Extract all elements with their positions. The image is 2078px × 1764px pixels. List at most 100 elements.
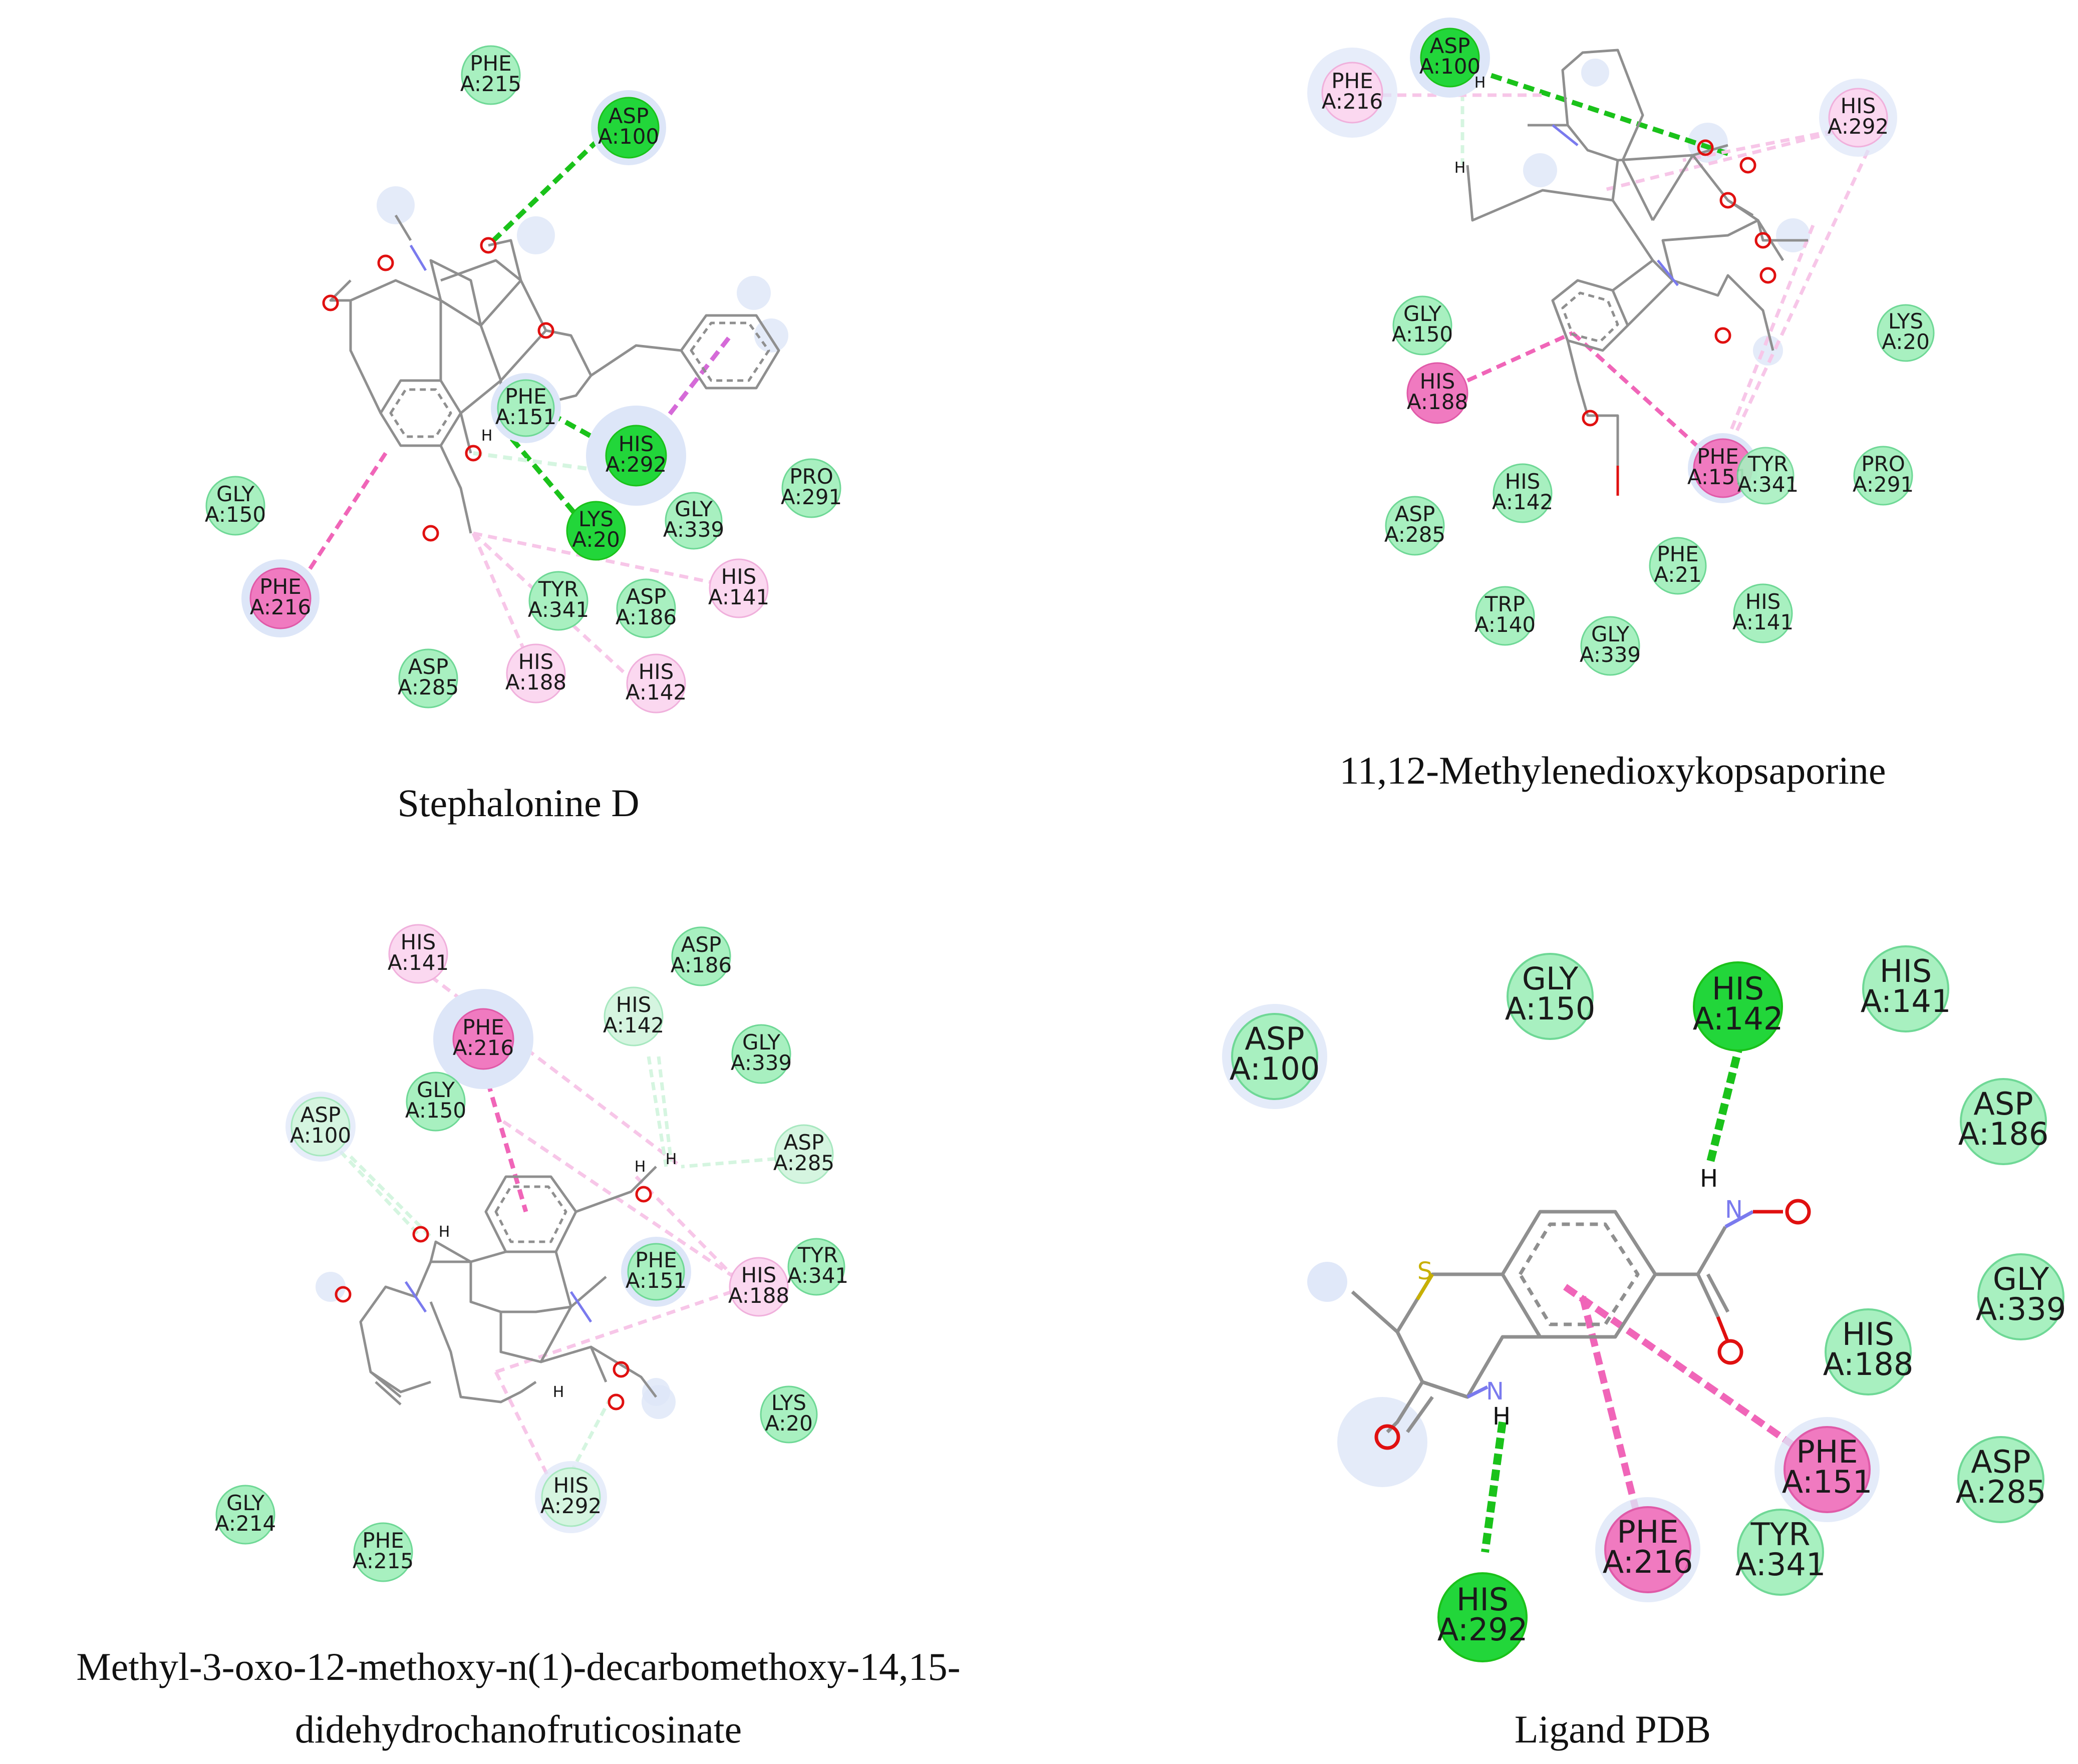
residue-name: HIS [1841,94,1876,118]
residue-position: A:142 [1693,1000,1784,1037]
residue-position: A:100 [598,124,659,149]
residue-position: A:341 [1737,472,1799,497]
residue-name: PRO [789,464,833,489]
panel-caption: Ligand PDB [1515,1707,1711,1751]
residue-name: ASP [1971,1444,2030,1480]
nitrogen-atom-icon: N [1725,1196,1743,1224]
residue-name: TYR [538,577,579,601]
residue-name: GLY [1403,301,1441,326]
residue-name: PHE [505,384,546,409]
residue-name: PHE [1796,1434,1858,1470]
residue-position: A:188 [728,1283,789,1308]
residue-position: A:20 [1882,329,1930,354]
residue-name: PHE [259,574,301,599]
residue-position: A:341 [1735,1546,1826,1583]
residue-position: A:150 [1392,322,1453,346]
residue-position: A:285 [1384,522,1445,547]
residue-name: LYS [1888,309,1923,333]
residue-position: A:341 [528,597,589,622]
residue-position: A:141 [708,585,769,609]
residue-name: TYR [1747,452,1789,476]
residue-name: ASP [681,932,722,957]
residue-position: A:291 [1853,472,1914,497]
residue-position: A:142 [626,680,687,704]
atom-label-h: H [1474,74,1486,92]
residue-name: TRP [1485,592,1525,616]
residue-position: A:142 [603,1013,664,1037]
residue-name: ASP [1395,502,1435,526]
panel-caption: 11,12-Methylenedioxykopsaporine [1339,749,1886,792]
atom-label-h: H [1493,1402,1511,1431]
residue-name: GLY [226,1491,264,1515]
residue-name: HIS [619,432,654,456]
residue-name: ASP [301,1103,341,1127]
residue-position: A:215 [460,72,521,96]
residue-position: A:186 [671,953,732,977]
residue-name: HIS [616,992,652,1017]
nitrogen-atom-icon: N [1486,1377,1504,1405]
residue-position: A:292 [1828,114,1889,139]
residue-name: ASP [408,654,449,679]
residue-name: GLY [675,497,713,521]
residue-name: PRO [1861,452,1905,476]
residue-position: A:216 [250,595,311,619]
residue-position: A:339 [1580,642,1641,667]
residue-position: A:141 [388,950,449,975]
residue-position: A:339 [663,517,724,542]
residue-name: GLY [1522,960,1578,997]
sulfur-atom-icon: S [1417,1257,1432,1285]
residue-name: PHE [462,1015,504,1039]
residue-position: A:285 [773,1151,834,1175]
residue-name: LYS [578,507,614,531]
residue-position: A:216 [1603,1544,1693,1580]
atom-label-h: H [1700,1165,1718,1193]
residue-position: A:341 [787,1263,848,1288]
panel-caption: Stephalonine D [397,781,639,825]
atom-label-h: H [635,1158,646,1176]
residue-name: PHE [1697,444,1738,469]
residue-name: PHE [470,51,511,76]
residue-name: HIS [1420,369,1455,394]
residue-name: PHE [1617,1514,1678,1550]
residue-position: A:285 [1956,1474,2046,1510]
residue-name: PHE [362,1528,404,1553]
residue-position: A:215 [353,1549,414,1573]
residue-name: ASP [1245,1020,1304,1057]
residue-name: ASP [784,1130,824,1155]
residue-name: PHE [1657,542,1698,566]
residue-position: A:150 [1505,990,1596,1027]
residue-position: A:339 [1976,1291,2066,1327]
panel-caption-line2: didehydrochanofruticosinate [295,1707,742,1751]
residue-name: HIS [553,1473,589,1498]
